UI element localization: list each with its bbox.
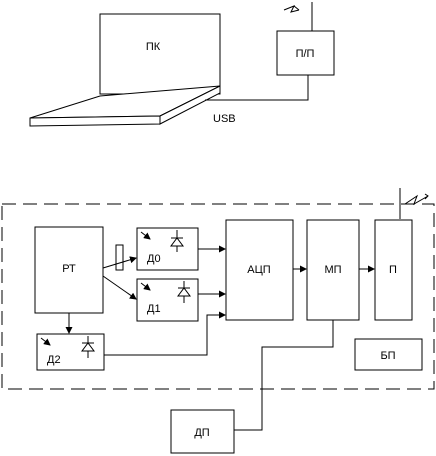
d2-label: Д2 — [47, 354, 61, 366]
d1-label: Д1 — [147, 303, 161, 315]
device-frame — [1, 203, 435, 390]
connections — [65, 245, 375, 431]
adc-label: АЦП — [247, 264, 270, 276]
d2-diode-icon — [81, 336, 95, 358]
dp-label: ДП — [194, 427, 209, 439]
p-label: П — [389, 264, 397, 276]
pc-base-front — [29, 115, 161, 127]
rt-box — [34, 226, 104, 314]
adc-box — [225, 219, 294, 321]
rt-to-d1-arrow — [102, 275, 137, 300]
modem-wireless-icon — [283, 5, 300, 13]
d2-light-arrow — [40, 337, 51, 346]
modem-label: П/П — [296, 48, 315, 60]
d0-label: Д0 — [147, 253, 161, 265]
pc-screen — [99, 13, 221, 95]
mp-label: МП — [324, 264, 341, 276]
usb-label: USB — [213, 113, 236, 125]
device-wireless-icon — [404, 193, 429, 206]
rt-label: РТ — [62, 263, 76, 275]
rt-to-d0-arrow — [102, 256, 137, 269]
mp-box — [306, 219, 360, 321]
pc-base-side — [159, 85, 221, 125]
pc-laptop — [29, 13, 221, 127]
d2-to-adc-arrow — [104, 311, 226, 356]
pc-label: ПК — [146, 41, 161, 53]
mp-to-dp-line — [234, 320, 334, 431]
filter-element — [115, 244, 124, 271]
p-box — [374, 219, 413, 321]
d0-diode-icon — [170, 230, 184, 252]
bp-label: БП — [380, 350, 395, 362]
bp-box — [354, 338, 423, 371]
modem-box — [276, 30, 335, 76]
dp-box — [170, 409, 235, 454]
d0-light-arrow — [140, 231, 151, 240]
d1-diode-icon — [177, 281, 191, 303]
d1-light-arrow — [140, 282, 151, 291]
usb-cable — [205, 75, 309, 101]
